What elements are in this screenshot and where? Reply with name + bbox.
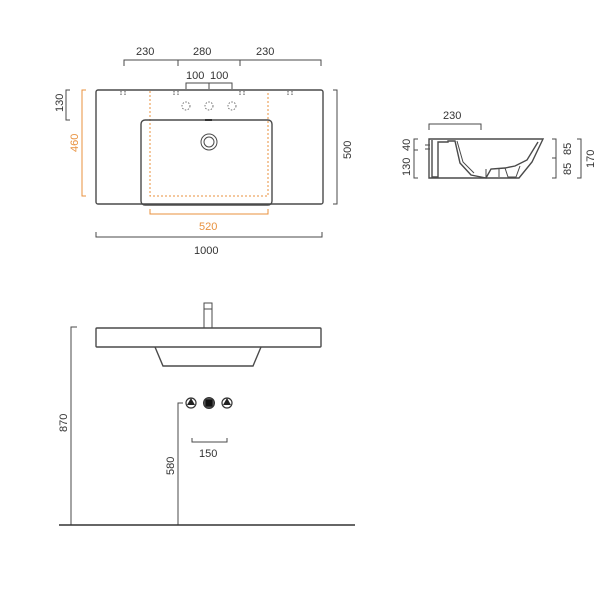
svg-text:150: 150 [199,448,217,460]
drain-inner [203,136,215,148]
side-view: 230 40 130 85 85 170 [401,110,597,179]
svg-text:1000: 1000 [194,245,218,257]
dim-100-right: 100 [210,70,228,82]
overflow-mark [205,119,212,121]
top-view: 230 280 230 100 100 130 [54,46,354,257]
dimension-870: 870 [58,326,77,525]
dim-230-left: 230 [136,46,154,58]
dimension-tap-spacing: 100 100 [185,70,233,89]
dimension-520: 520 [149,209,269,233]
svg-text:85: 85 [562,143,574,155]
svg-text:500: 500 [342,141,354,159]
front-view: 870 150 580 [58,302,355,526]
svg-text:460: 460 [69,134,81,152]
bowl-underside [154,346,262,367]
svg-text:130: 130 [401,158,413,176]
bowl-outline [140,119,273,206]
svg-text:40: 40 [401,139,413,151]
tap-hole-right [227,101,237,111]
tap-hole-left [181,101,191,111]
dimension-500: 500 [333,89,354,205]
dim-280: 280 [193,46,211,58]
dimension-1000: 1000 [95,232,323,257]
dim-100-left: 100 [186,70,204,82]
bowl-inner-dashed [149,91,269,197]
countertop-slab [95,327,322,348]
dim-230-right: 230 [256,46,274,58]
dimension-top-widths: 230 280 230 [123,46,322,66]
dimension-130: 130 [54,89,70,121]
dimension-side-40: 40 130 [401,138,418,179]
dimension-150: 150 [191,438,228,460]
dimension-460: 460 [69,89,86,197]
waste-connections [185,397,233,409]
svg-text:85: 85 [562,163,574,175]
basin-profile [425,138,545,179]
dimension-side-85-85-170: 85 85 170 [552,138,597,179]
dimension-side-230: 230 [428,110,482,130]
svg-text:230: 230 [443,110,461,122]
svg-text:870: 870 [58,414,70,432]
svg-text:520: 520 [199,221,217,233]
drain-outer [200,133,218,151]
dimension-580: 580 [165,402,183,525]
svg-text:130: 130 [54,94,66,112]
svg-text:170: 170 [585,150,597,168]
svg-text:580: 580 [165,457,177,475]
basin-outline [95,89,324,205]
faucet [203,302,213,329]
tap-hole-center [204,101,214,111]
